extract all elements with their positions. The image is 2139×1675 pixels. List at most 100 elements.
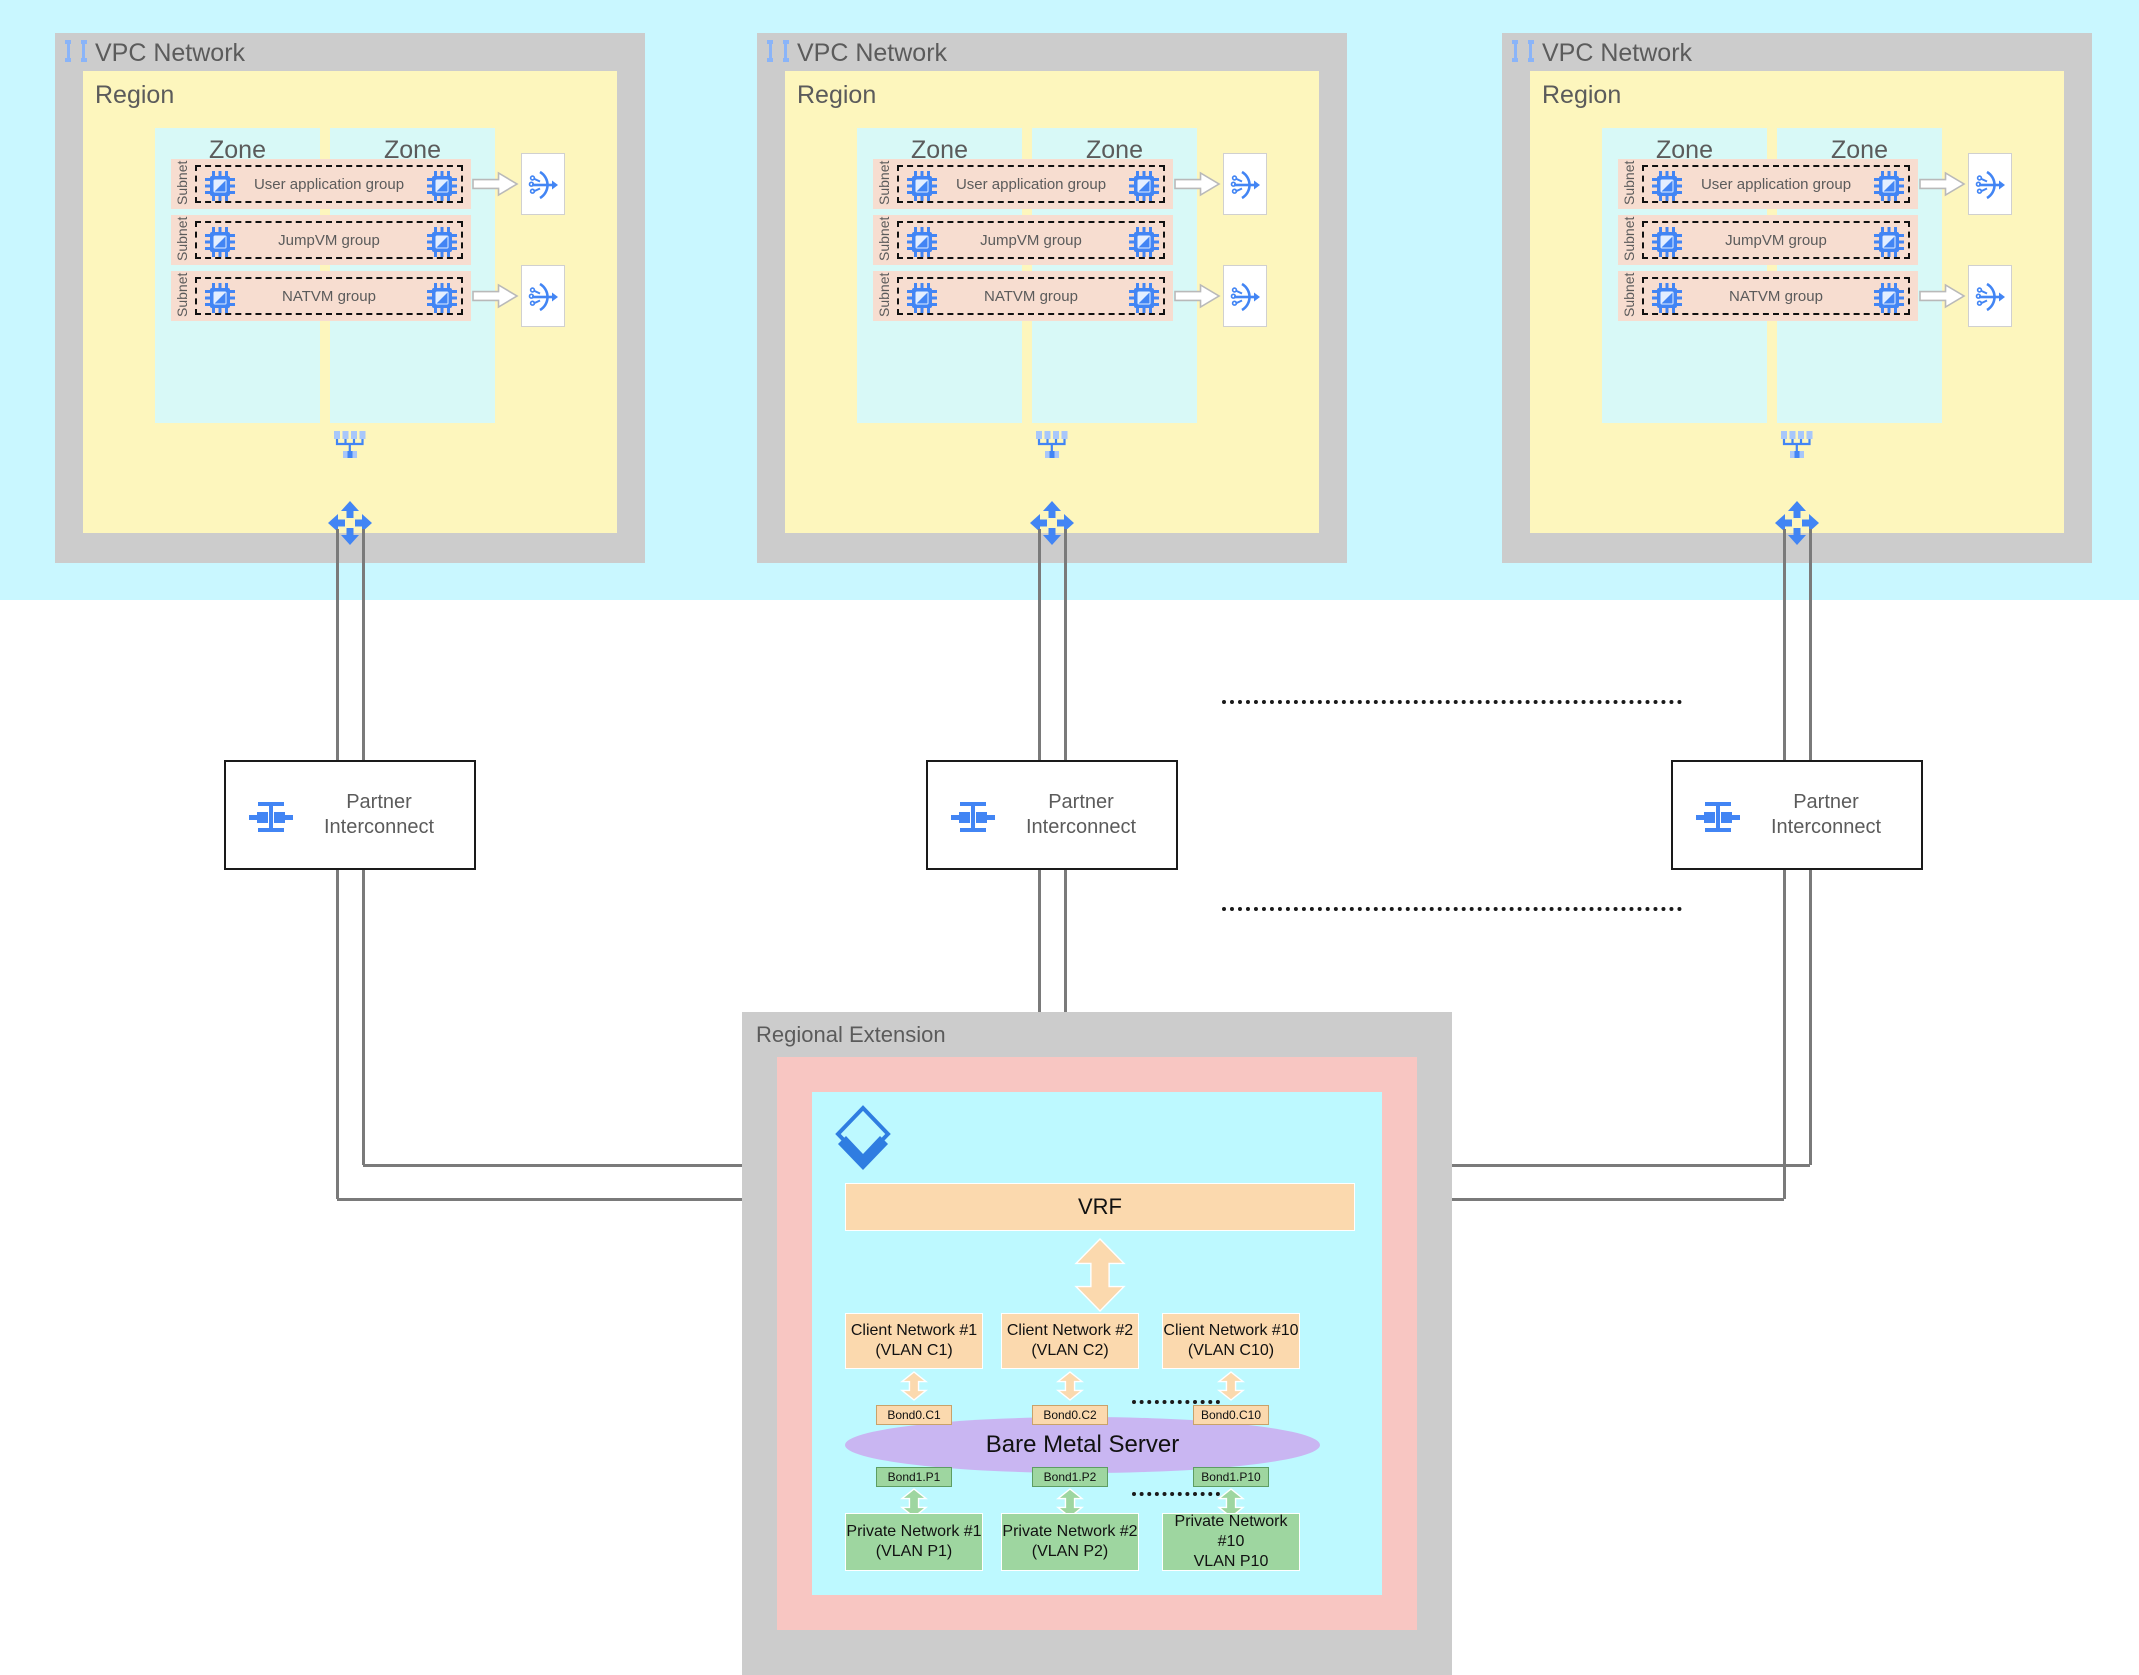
subnet-row-3-1: Subnet User application group	[1618, 159, 1918, 209]
regional-extension-title: Regional Extension	[756, 1022, 946, 1047]
instance-group-label: JumpVM group	[1725, 231, 1827, 249]
client-bond-arrow-1	[899, 1371, 929, 1401]
vm-instance-icon	[1129, 171, 1159, 201]
bond-private-1: Bond1.P1	[876, 1467, 952, 1487]
client-network-2[interactable]: Client Network #2 (VLAN C2)	[1001, 1313, 1139, 1369]
zone-title: Zone	[1831, 136, 1888, 164]
vm-instance-icon	[1129, 283, 1159, 313]
subnet-label: Subnet	[174, 160, 190, 205]
vm-instance-icon	[205, 283, 235, 313]
subnet-label: Subnet	[174, 272, 190, 317]
private-network-2[interactable]: Private Network #2 (VLAN P2)	[1001, 1513, 1139, 1571]
partner-interconnect-label: Partner Interconnect	[1025, 791, 1137, 838]
vm-instance-icon	[1652, 227, 1682, 257]
instance-group-label: JumpVM group	[278, 231, 380, 249]
instance-group-label: NATVM group	[984, 287, 1078, 305]
private-network-ellipsis	[1132, 1492, 1220, 1496]
cloud-router-icon	[1775, 501, 1819, 545]
bare-metal-server[interactable]: Bare Metal Server	[845, 1417, 1320, 1473]
instance-group-1-1: User application group	[195, 165, 463, 203]
vpc-network-icon	[767, 40, 789, 62]
interconnect-drop-left-2	[362, 870, 365, 1165]
subnet-row-1-1: Subnet User application group	[171, 159, 471, 209]
instance-group-2-2: JumpVM group	[897, 221, 1165, 259]
vm-instance-icon	[1874, 227, 1904, 257]
partner-interconnect-icon	[1696, 802, 1740, 832]
subnet-label: Subnet	[1621, 272, 1637, 317]
load-balancer-card-2-1[interactable]	[1223, 153, 1267, 215]
bond-private-3: Bond1.P10	[1193, 1467, 1269, 1487]
private-network-3[interactable]: Private Network #10 VLAN P10	[1162, 1513, 1300, 1571]
vpc-network-title: VPC Network	[1542, 39, 1693, 67]
subnet-row-3-3: Subnet NATVM group	[1618, 271, 1918, 321]
client-bond-arrow-3	[1216, 1371, 1246, 1401]
instance-group-1-3: NATVM group	[195, 277, 463, 315]
network-tree-icon	[334, 431, 366, 458]
flow-arrow-icon	[472, 171, 519, 197]
vm-instance-icon	[427, 283, 457, 313]
load-balancer-icon	[1230, 282, 1260, 312]
instance-group-label: NATVM group	[1729, 287, 1823, 305]
vpc-network-title: VPC Network	[797, 39, 948, 67]
bond-client-3: Bond0.C10	[1193, 1405, 1269, 1425]
dotted-separator-top	[1222, 700, 1682, 704]
flow-arrow-icon	[472, 283, 519, 309]
network-tree-icon	[1781, 431, 1813, 458]
interconnect-line-right-2	[1809, 529, 1812, 760]
instance-group-label: User application group	[253, 175, 405, 193]
interconnect-run-right-1	[1355, 1198, 1784, 1201]
instance-group-label: JumpVM group	[980, 231, 1082, 249]
partner-interconnect-3[interactable]: Partner Interconnect	[1671, 760, 1923, 870]
load-balancer-card-1-1[interactable]	[521, 153, 565, 215]
dotted-separator-bottom	[1222, 907, 1682, 911]
zone-title: Zone	[1656, 136, 1713, 164]
instance-group-2-3: NATVM group	[897, 277, 1165, 315]
subnet-row-1-2: Subnet JumpVM group	[171, 215, 471, 265]
subnet-row-1-3: Subnet NATVM group	[171, 271, 471, 321]
client-network-1[interactable]: Client Network #1 (VLAN C1)	[845, 1313, 983, 1369]
subnet-label: Subnet	[1621, 160, 1637, 205]
interconnect-drop-right-2	[1809, 870, 1812, 1165]
subnet-label: Subnet	[876, 216, 892, 261]
client-network-3[interactable]: Client Network #10 (VLAN C10)	[1162, 1313, 1300, 1369]
private-network-1[interactable]: Private Network #1 (VLAN P1)	[845, 1513, 983, 1571]
vpc-network-icon	[65, 40, 87, 62]
partner-interconnect-icon	[249, 802, 293, 832]
region-title: Region	[95, 81, 175, 109]
load-balancer-card-2-3[interactable]	[1223, 265, 1267, 327]
cloud-router-icon	[328, 501, 372, 545]
partner-interconnect-2[interactable]: Partner Interconnect	[926, 760, 1178, 870]
interconnect-line-left-1	[336, 529, 339, 760]
load-balancer-card-1-3[interactable]	[521, 265, 565, 327]
vpc-network-icon	[1512, 40, 1534, 62]
interconnect-run-right-2	[1355, 1164, 1810, 1167]
vm-instance-icon	[427, 227, 457, 257]
vm-instance-icon	[1874, 283, 1904, 313]
zone-title: Zone	[209, 136, 266, 164]
regional-extension-stack-icon	[835, 1105, 891, 1170]
zone-title: Zone	[911, 136, 968, 164]
instance-group-3-1: User application group	[1642, 165, 1910, 203]
partner-interconnect-1[interactable]: Partner Interconnect	[224, 760, 476, 870]
vm-instance-icon	[205, 227, 235, 257]
bond-client-1: Bond0.C1	[876, 1405, 952, 1425]
client-network-ellipsis	[1132, 1400, 1220, 1404]
subnet-label: Subnet	[174, 216, 190, 261]
vm-instance-icon	[1652, 283, 1682, 313]
interconnect-line-left-2	[362, 529, 365, 760]
load-balancer-card-3-3[interactable]	[1968, 265, 2012, 327]
vrf-box[interactable]: VRF	[845, 1183, 1355, 1231]
load-balancer-icon	[1975, 282, 2005, 312]
vm-instance-icon	[907, 227, 937, 257]
load-balancer-card-3-1[interactable]	[1968, 153, 2012, 215]
partner-interconnect-label: Partner Interconnect	[1770, 791, 1882, 838]
subnet-label: Subnet	[1621, 216, 1637, 261]
bond-private-2: Bond1.P2	[1032, 1467, 1108, 1487]
instance-group-2-1: User application group	[897, 165, 1165, 203]
subnet-row-3-2: Subnet JumpVM group	[1618, 215, 1918, 265]
load-balancer-icon	[528, 282, 558, 312]
